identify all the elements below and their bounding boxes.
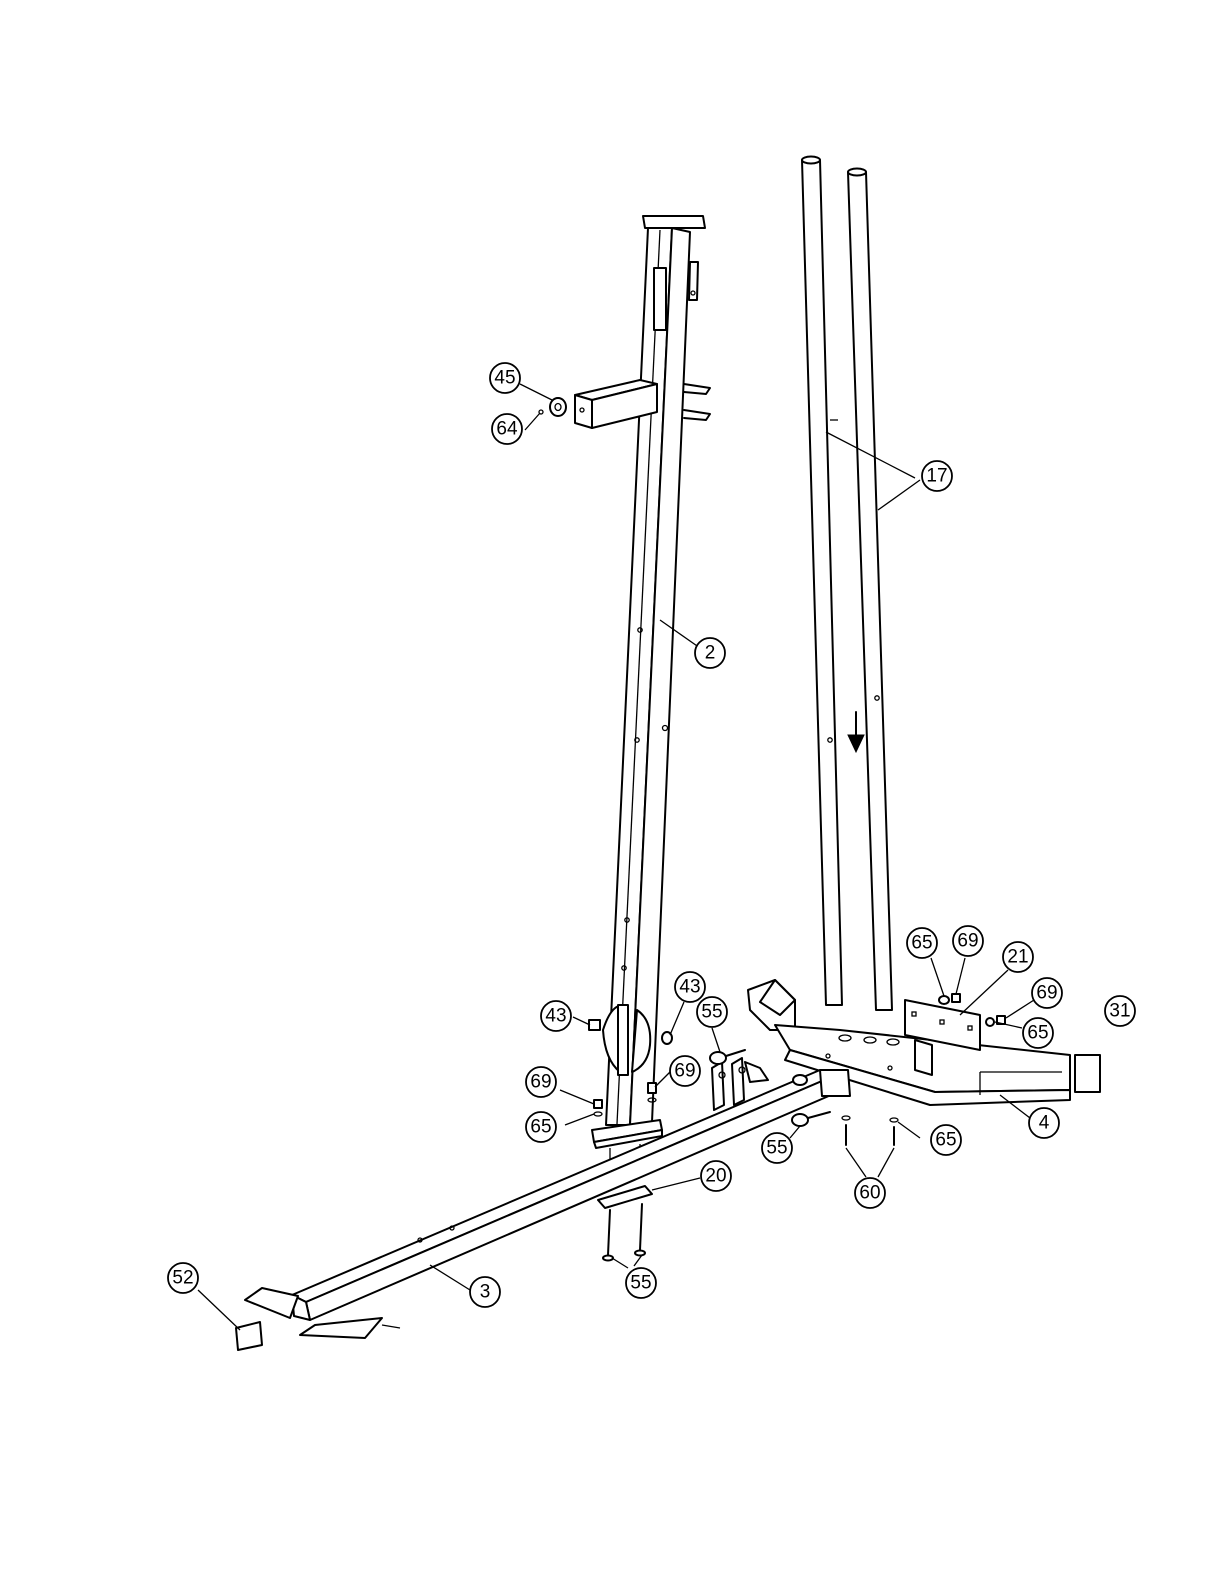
callout-20-text: 20 (705, 1166, 726, 1187)
callout-65b: 65 (1023, 1018, 1053, 1048)
callout-65d: 65 (931, 1125, 961, 1155)
callout-3: 3 (470, 1277, 500, 1307)
callout-52: 52 (168, 1263, 198, 1293)
part-17-rods (802, 157, 892, 1011)
callout-69a-text: 69 (957, 931, 978, 952)
callout-69c: 69 (670, 1056, 700, 1086)
callout-43a: 43 (541, 1001, 571, 1031)
callout-64-text: 64 (496, 419, 518, 440)
callout-69d-text: 69 (530, 1072, 551, 1093)
callout-43b: 43 (675, 972, 705, 1002)
callout-69d: 69 (526, 1067, 556, 1097)
callout-55b: 55 (762, 1133, 792, 1163)
part-3-base-tube (245, 1058, 850, 1338)
callout-55a: 55 (697, 997, 727, 1027)
callout-20: 20 (701, 1161, 731, 1191)
callout-64: 64 (492, 414, 522, 444)
callout-60-text: 60 (859, 1183, 880, 1204)
callout-45-text: 45 (494, 368, 515, 389)
callout-21: 21 (1003, 942, 1033, 972)
callout-21-text: 21 (1007, 947, 1028, 968)
part-52-end-cap (236, 1322, 262, 1350)
callout-65c-text: 65 (530, 1117, 551, 1138)
callout-60: 60 (855, 1178, 885, 1208)
callout-31: 31 (1105, 996, 1135, 1026)
callout-43a-text: 43 (545, 1006, 566, 1027)
callout-43b-text: 43 (679, 977, 700, 998)
part-31-end-cap (1075, 1055, 1100, 1092)
callout-17-text: 17 (926, 466, 947, 487)
part-20-plate (598, 1186, 652, 1261)
callout-4: 4 (1029, 1108, 1059, 1138)
callout-17: 17 (922, 461, 952, 491)
callout-3-text: 3 (480, 1282, 491, 1303)
callout-45: 45 (490, 363, 520, 393)
callout-65d-text: 65 (935, 1130, 956, 1151)
callout-4-text: 4 (1039, 1113, 1050, 1134)
callout-55c-text: 55 (630, 1273, 651, 1294)
callout-69b-text: 69 (1036, 983, 1057, 1004)
callout-65b-text: 65 (1027, 1023, 1048, 1044)
callout-2-text: 2 (705, 643, 716, 664)
callout-52-text: 52 (172, 1268, 193, 1289)
callout-55a-text: 55 (701, 1002, 722, 1023)
callout-69a: 69 (953, 926, 983, 956)
callout-69c-text: 69 (674, 1061, 695, 1082)
callout-65a: 65 (907, 928, 937, 958)
callout-2: 2 (695, 638, 725, 668)
callout-31-text: 31 (1109, 1001, 1130, 1022)
callout-69b: 69 (1032, 978, 1062, 1008)
callout-65c: 65 (526, 1112, 556, 1142)
callout-55c: 55 (626, 1268, 656, 1298)
down-arrow-icon (848, 712, 864, 752)
callout-55b-text: 55 (766, 1138, 787, 1159)
callout-65a-text: 65 (911, 933, 932, 954)
